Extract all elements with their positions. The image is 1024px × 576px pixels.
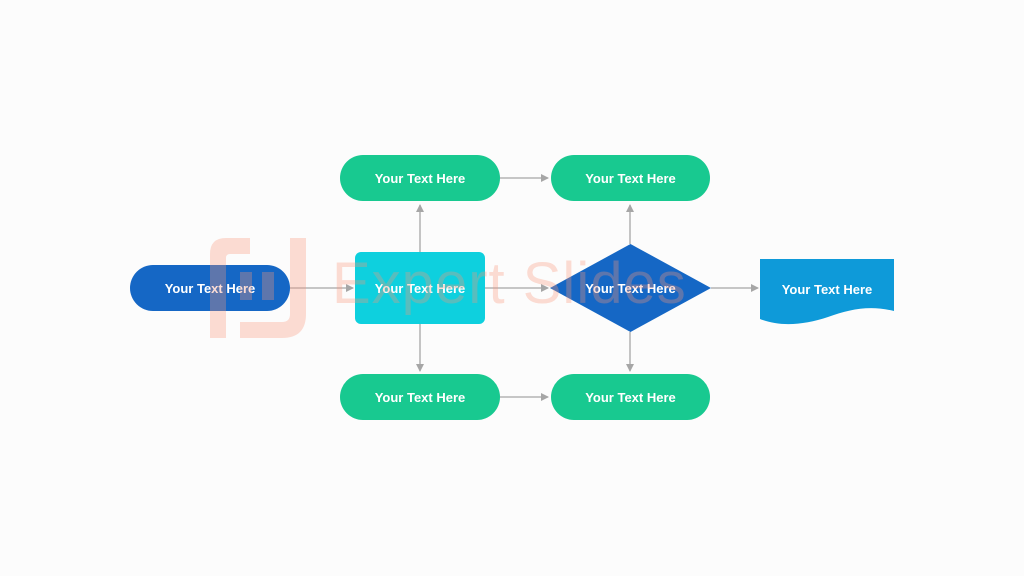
bottom-right-terminator: Your Text Here bbox=[551, 374, 710, 420]
start-terminator-label: Your Text Here bbox=[164, 280, 256, 296]
start-terminator: Your Text Here bbox=[130, 265, 290, 311]
top-left-terminator-label: Your Text Here bbox=[374, 170, 466, 186]
top-right-terminator: Your Text Here bbox=[551, 155, 710, 201]
process-box: Your Text Here bbox=[355, 252, 485, 324]
bottom-left-terminator: Your Text Here bbox=[340, 374, 500, 420]
bottom-right-terminator-label: Your Text Here bbox=[585, 389, 676, 405]
process-box-label: Your Text Here bbox=[374, 280, 466, 296]
document-shape-label: Your Text Here bbox=[781, 281, 873, 297]
decision-diamond-shape bbox=[550, 244, 711, 332]
document-shape: Your Text Here bbox=[760, 259, 894, 325]
bottom-left-terminator-label: Your Text Here bbox=[374, 389, 466, 405]
decision-diamond-label: Your Text Here bbox=[585, 280, 676, 296]
decision-diamond: Your Text Here bbox=[550, 244, 711, 332]
top-left-terminator: Your Text Here bbox=[340, 155, 500, 201]
document-shape-outline bbox=[760, 259, 894, 325]
top-right-terminator-label: Your Text Here bbox=[585, 170, 676, 186]
